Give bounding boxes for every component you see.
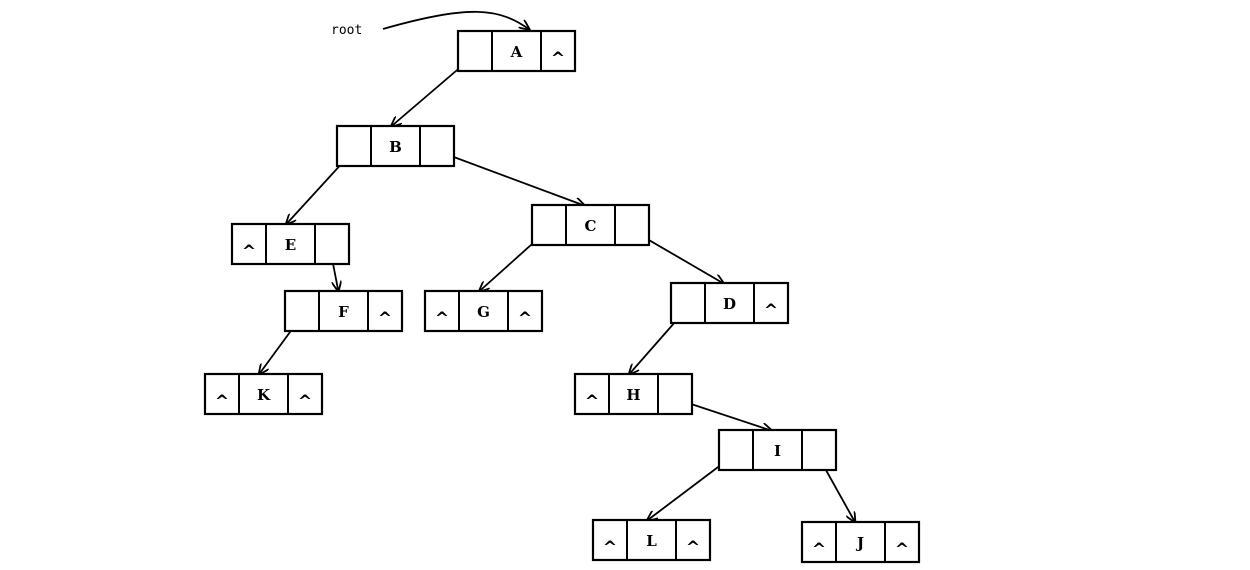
node-box bbox=[456, 29, 577, 73]
node-label: K bbox=[257, 386, 271, 404]
null-pointer-left-mark: ^ bbox=[585, 392, 599, 412]
tree-node-c: C bbox=[530, 203, 651, 247]
tree-node-h: H^ bbox=[573, 372, 694, 416]
node-label: B bbox=[389, 138, 402, 156]
node-box bbox=[591, 518, 712, 562]
edge-root-to-a bbox=[382, 10, 530, 30]
edge-b-to-c bbox=[434, 149, 586, 206]
node-box bbox=[283, 289, 404, 333]
tree-node-e: E^ bbox=[230, 222, 351, 266]
node-label: F bbox=[338, 303, 349, 321]
node-box bbox=[573, 372, 694, 416]
node-label: G bbox=[477, 303, 490, 321]
node-label: E bbox=[285, 236, 296, 254]
null-pointer-left-mark: ^ bbox=[812, 540, 826, 560]
tree-node-a: A^ bbox=[456, 29, 577, 73]
node-box bbox=[530, 203, 651, 247]
null-pointer-right-mark: ^ bbox=[518, 309, 532, 329]
node-box bbox=[230, 222, 351, 266]
node-label: C bbox=[585, 217, 597, 235]
node-label: D bbox=[723, 295, 736, 313]
null-pointer-right-mark: ^ bbox=[764, 301, 778, 321]
node-label: L bbox=[646, 532, 657, 550]
null-pointer-right-mark: ^ bbox=[686, 538, 700, 558]
node-box bbox=[423, 289, 544, 333]
null-pointer-left-mark: ^ bbox=[215, 392, 229, 412]
node-box bbox=[800, 520, 921, 564]
tree-node-i: I bbox=[717, 428, 838, 472]
tree-node-f: F^ bbox=[283, 289, 404, 333]
node-label: H bbox=[626, 386, 640, 404]
null-pointer-right-mark: ^ bbox=[298, 392, 312, 412]
null-pointer-right-mark: ^ bbox=[551, 49, 565, 69]
tree-node-b: B bbox=[335, 124, 456, 168]
tree-node-k: K ^ ^ bbox=[203, 372, 324, 416]
node-label: I bbox=[774, 442, 781, 460]
tree-node-d: D^ bbox=[669, 281, 790, 325]
tree-node-j: J ^ ^ bbox=[800, 520, 921, 564]
null-pointer-right-mark: ^ bbox=[895, 540, 909, 560]
node-box bbox=[717, 428, 838, 472]
null-pointer-left-mark: ^ bbox=[603, 538, 617, 558]
nodes-layer: A^BCD^E^F^G^^H^IJ^^K^^L^^ bbox=[203, 29, 921, 564]
node-label: J bbox=[855, 534, 864, 552]
node-box bbox=[335, 124, 456, 168]
node-box bbox=[203, 372, 324, 416]
root-label: root bbox=[331, 23, 362, 38]
null-pointer-left-mark: ^ bbox=[435, 309, 449, 329]
node-label: A bbox=[510, 43, 523, 61]
tree-node-l: L ^ ^ bbox=[591, 518, 712, 562]
tree-node-g: G ^ ^ bbox=[423, 289, 544, 333]
node-box bbox=[669, 281, 790, 325]
null-pointer-right-mark: ^ bbox=[378, 309, 392, 329]
null-pointer-left-mark: ^ bbox=[242, 242, 256, 262]
